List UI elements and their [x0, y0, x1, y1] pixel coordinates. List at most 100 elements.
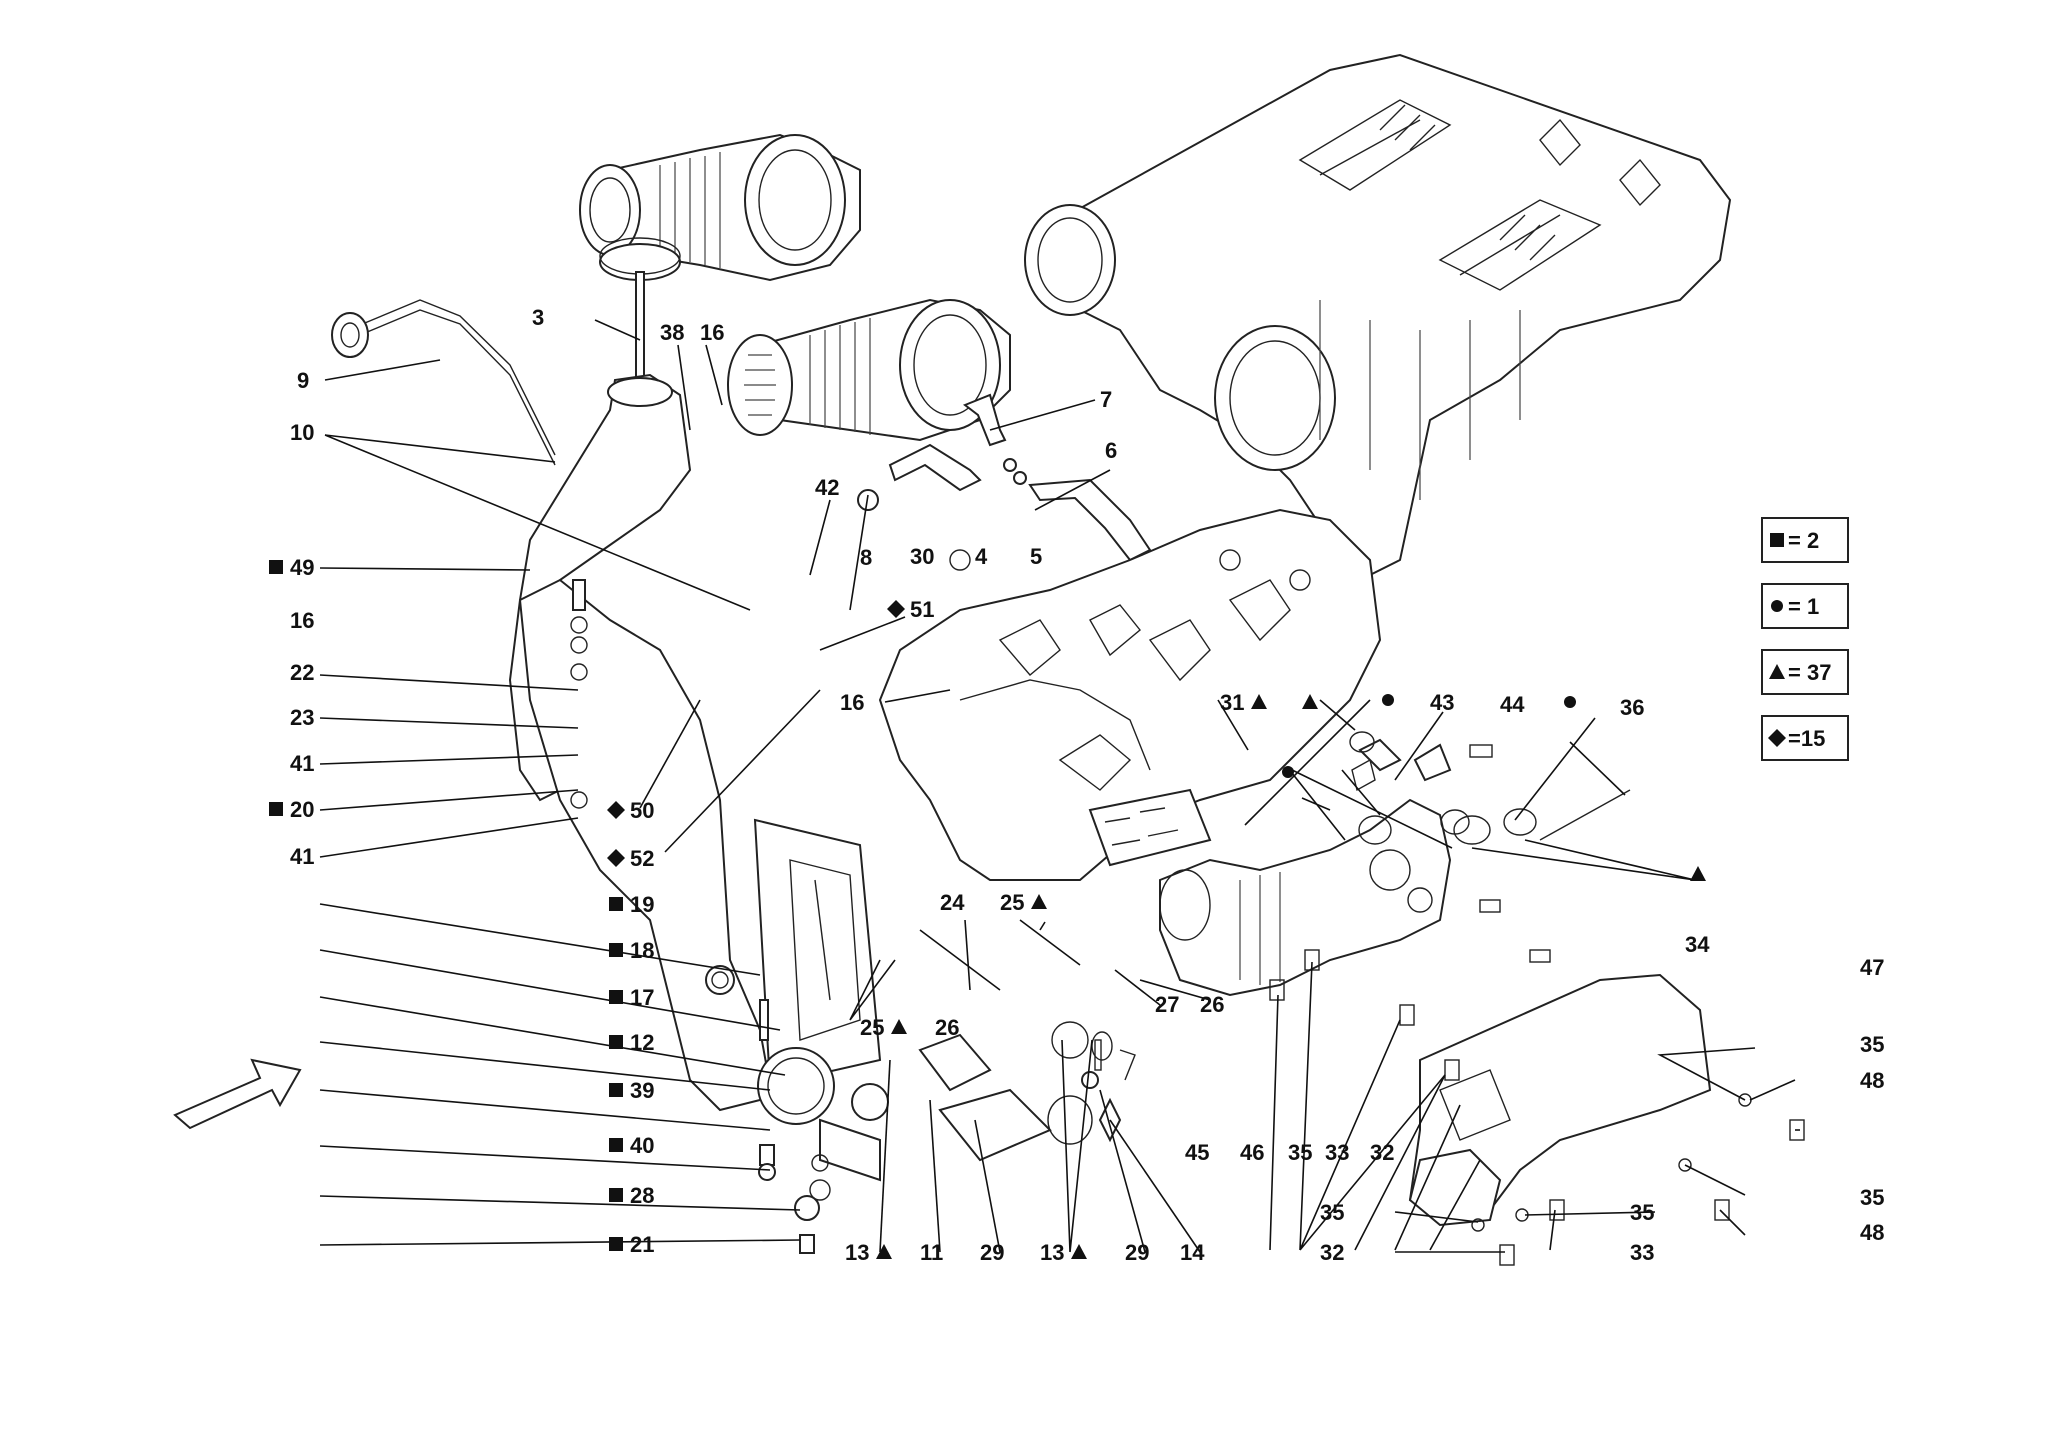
callout-35: 35: [1860, 1185, 1884, 1210]
legend-dot-icon: [1771, 600, 1783, 612]
callout-7: 7: [1100, 387, 1112, 412]
triangle-marker-icon: [1031, 894, 1047, 909]
legend-square-icon: [1770, 533, 1784, 547]
fasteners-drawing: [570, 579, 1805, 1266]
callout-33: 33: [1325, 1140, 1349, 1165]
callout-32: 32: [1370, 1140, 1394, 1165]
diamond-marker-icon: [887, 600, 905, 618]
callout-symbols: [269, 560, 1706, 1259]
oil-pump-drawing: [1159, 798, 1452, 997]
callout-5: 5: [1030, 544, 1042, 569]
callout-6: 6: [1105, 438, 1117, 463]
legend-label-square: = 2: [1788, 528, 1819, 553]
callout-35: 35: [1320, 1200, 1344, 1225]
callout-16: 16: [840, 690, 864, 715]
callout-13: 13: [1040, 1240, 1064, 1265]
triangle-marker-icon: [876, 1244, 892, 1259]
callout-13: 13: [845, 1240, 869, 1265]
callout-50: 50: [630, 798, 654, 823]
dot-marker-icon: [1282, 766, 1294, 778]
callout-39: 39: [630, 1078, 654, 1103]
callout-23: 23: [290, 705, 314, 730]
callout-26: 26: [935, 1015, 959, 1040]
cover-plate-drawing: [1408, 973, 1712, 1227]
callout-27: 27: [1155, 992, 1179, 1017]
callout-48: 48: [1860, 1068, 1884, 1093]
square-marker-icon: [609, 1035, 623, 1049]
callout-14: 14: [1180, 1240, 1205, 1265]
triangle-marker-icon: [1251, 694, 1267, 709]
callout-12: 12: [630, 1030, 654, 1055]
callout-10: 10: [290, 420, 314, 445]
legend-label-triangle: = 37: [1788, 660, 1831, 685]
callout-19: 19: [630, 892, 654, 917]
square-marker-icon: [609, 990, 623, 1004]
intake-plenum-drawing: [1024, 53, 1732, 582]
triangle-marker-icon: [1071, 1244, 1087, 1259]
engine-block-drawing: [878, 508, 1382, 881]
callout-3: 3: [532, 305, 544, 330]
callout-28: 28: [630, 1183, 654, 1208]
callout-16: 16: [290, 608, 314, 633]
callout-22: 22: [290, 660, 314, 685]
square-marker-icon: [609, 1188, 623, 1202]
oil-filler-cap-drawing: [599, 237, 681, 393]
square-marker-icon: [269, 560, 283, 574]
breather-pipe-drawing: [331, 299, 560, 466]
legend-diamond-icon: [1768, 729, 1786, 747]
part-drawings: [173, 53, 1805, 1266]
callout-34: 34: [1685, 932, 1710, 957]
dot-marker-icon: [1564, 696, 1576, 708]
callout-30: 30: [910, 544, 934, 569]
callout-46: 46: [1240, 1140, 1264, 1165]
callout-31: 31: [1220, 690, 1244, 715]
callout-51: 51: [910, 597, 934, 622]
square-marker-icon: [609, 1083, 623, 1097]
callout-52: 52: [630, 846, 654, 871]
square-marker-icon: [609, 1138, 623, 1152]
square-marker-icon: [269, 802, 283, 816]
callout-35: 35: [1288, 1140, 1312, 1165]
callout-49: 49: [290, 555, 314, 580]
callout-16: 16: [700, 320, 724, 345]
leader-lines: [319, 319, 1800, 1253]
callout-41: 41: [290, 844, 314, 869]
callout-29: 29: [1125, 1240, 1149, 1265]
callout-40: 40: [630, 1133, 654, 1158]
callout-8: 8: [860, 545, 872, 570]
callout-labels: 3 38 16 9 10 7 6 42 30 4 5 49 8 51 16 22…: [290, 305, 1884, 1265]
square-marker-icon: [609, 1237, 623, 1251]
callout-42: 42: [815, 475, 839, 500]
legend-symbols: [1768, 533, 1786, 747]
callout-25: 25: [860, 1015, 884, 1040]
diamond-marker-icon: [607, 801, 625, 819]
square-marker-icon: [609, 897, 623, 911]
hoses-drawing: [857, 393, 1152, 562]
air-meter-lower-drawing: [727, 298, 1011, 442]
callout-47: 47: [1860, 955, 1884, 980]
callout-44: 44: [1500, 692, 1525, 717]
callout-36: 36: [1620, 695, 1644, 720]
callout-35: 35: [1860, 1032, 1884, 1057]
quantity-legend: = 2 = 1 = 37 =15: [1761, 517, 1849, 761]
callout-18: 18: [630, 938, 654, 963]
direction-arrow-icon: [173, 1058, 302, 1130]
callout-25: 25: [1000, 890, 1024, 915]
callout-29: 29: [980, 1240, 1004, 1265]
callout-4: 4: [975, 544, 988, 569]
triangle-marker-icon: [1302, 694, 1318, 709]
callout-41: 41: [290, 751, 314, 776]
legend-triangle-icon: [1769, 664, 1785, 679]
legend-label-dot: = 1: [1788, 594, 1819, 619]
triangle-marker-icon: [891, 1019, 907, 1034]
callout-9: 9: [297, 368, 309, 393]
dot-marker-icon: [1382, 694, 1394, 706]
diamond-marker-icon: [607, 849, 625, 867]
callout-26: 26: [1200, 992, 1224, 1017]
legend-label-diamond: =15: [1788, 726, 1825, 751]
callout-45: 45: [1185, 1140, 1209, 1165]
callout-21: 21: [630, 1232, 654, 1257]
triangle-marker-icon: [1690, 866, 1706, 881]
callout-17: 17: [630, 985, 654, 1010]
callout-35: 35: [1630, 1200, 1654, 1225]
